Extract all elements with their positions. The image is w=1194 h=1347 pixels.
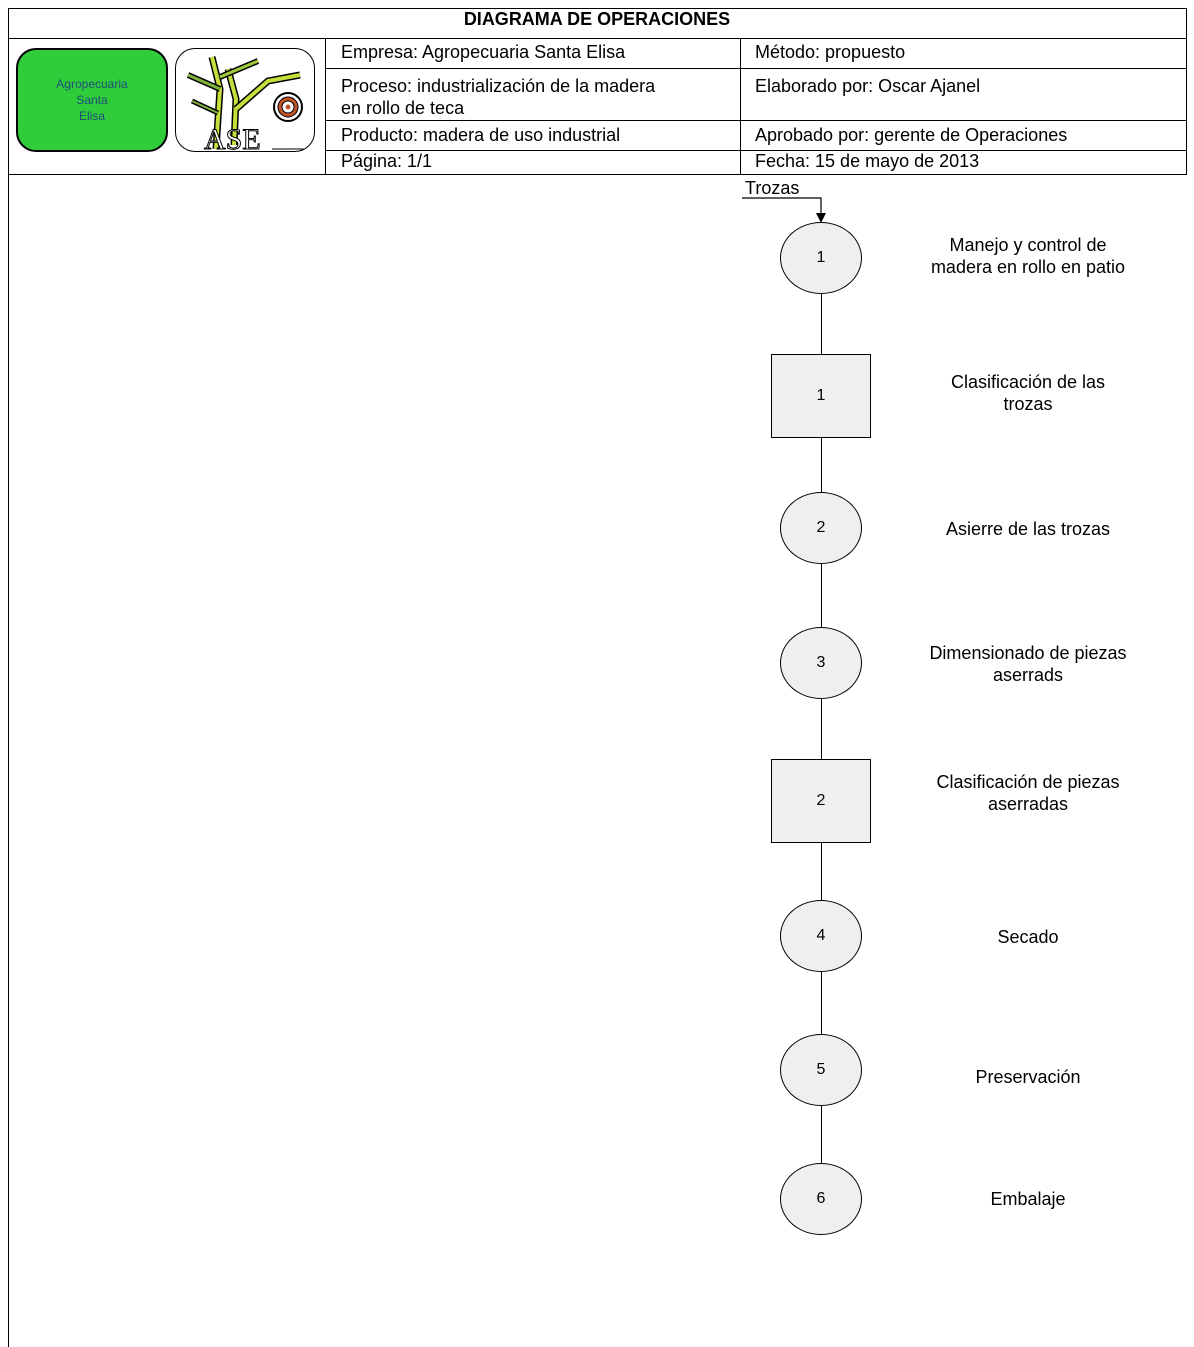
frame-top-border xyxy=(8,8,1186,9)
pagina-field: Página: 1/1 xyxy=(341,151,433,171)
metodo-field: Método: propuesto xyxy=(755,42,906,62)
inspection-1-node: 1 xyxy=(771,354,871,438)
operation-3-label: Dimensionado de piezas aserrads xyxy=(929,643,1127,685)
proceso-field-line2: en rollo de teca xyxy=(341,98,465,118)
aprobado-field: Aprobado por: gerente de Operaciones xyxy=(755,125,1068,145)
producto-field: Producto: madera de uso industrial xyxy=(341,125,621,145)
operation-6-number: 6 xyxy=(816,1190,826,1207)
inspection-1-number: 1 xyxy=(816,387,826,404)
proceso-field-line1: Proceso: industrialización de la madera xyxy=(341,76,656,96)
operation-2-label: Asierre de las trozas xyxy=(945,519,1111,539)
brand-name: Agropecuaria Santa Elisa xyxy=(56,77,128,123)
input-label: Trozas xyxy=(745,178,800,198)
operation-2-number: 2 xyxy=(816,519,826,536)
inspection-2-label: Clasificación de piezas aserradas xyxy=(936,772,1120,814)
logo-graphic: ASE xyxy=(186,56,304,152)
operation-5-label: Preservación xyxy=(975,1067,1081,1087)
fecha-field: Fecha: 15 de mayo de 2013 xyxy=(755,151,980,171)
inspection-2-number: 2 xyxy=(816,792,826,809)
brand-badge: Agropecuaria Santa Elisa xyxy=(16,48,168,152)
operation-1-number: 1 xyxy=(816,249,826,266)
frame-right-border xyxy=(1186,8,1187,175)
logo-lettering: ASE xyxy=(204,123,261,152)
title-row-border xyxy=(8,38,1186,39)
input-arrow xyxy=(742,197,826,223)
frame-left-border xyxy=(8,8,9,1347)
empresa-field: Empresa: Agropecuaria Santa Elisa xyxy=(341,42,626,62)
col-divider-logo xyxy=(325,38,326,174)
operation-3-number: 3 xyxy=(816,654,826,671)
operation-2-node: 2 xyxy=(780,492,862,564)
inspection-2-node: 2 xyxy=(771,759,871,843)
operation-6-label: Embalaje xyxy=(990,1189,1066,1209)
row-divider-3 xyxy=(325,150,1186,151)
row-divider-1 xyxy=(325,68,1186,69)
operation-4-label: Secado xyxy=(997,927,1059,947)
elaborado-field: Elaborado por: Oscar Ajanel xyxy=(755,76,981,96)
operation-1-node: 1 xyxy=(780,222,862,294)
operation-4-number: 4 xyxy=(816,927,826,944)
diagram-title: DIAGRAMA DE OPERACIONES xyxy=(463,9,731,29)
operation-1-label: Manejo y control de madera en rollo en p… xyxy=(930,235,1126,277)
company-logo: ASE xyxy=(175,48,315,152)
col-divider-info xyxy=(740,38,741,174)
flow-connector-line xyxy=(821,222,822,1184)
operation-3-node: 3 xyxy=(780,627,862,699)
operation-6-node: 6 xyxy=(780,1163,862,1235)
inspection-1-label: Clasificación de las trozas xyxy=(950,372,1106,414)
operation-4-node: 4 xyxy=(780,900,862,972)
operation-5-node: 5 xyxy=(780,1034,862,1106)
operation-5-number: 5 xyxy=(816,1061,826,1078)
header-bottom-border xyxy=(8,174,1186,175)
row-divider-2 xyxy=(325,120,1186,121)
